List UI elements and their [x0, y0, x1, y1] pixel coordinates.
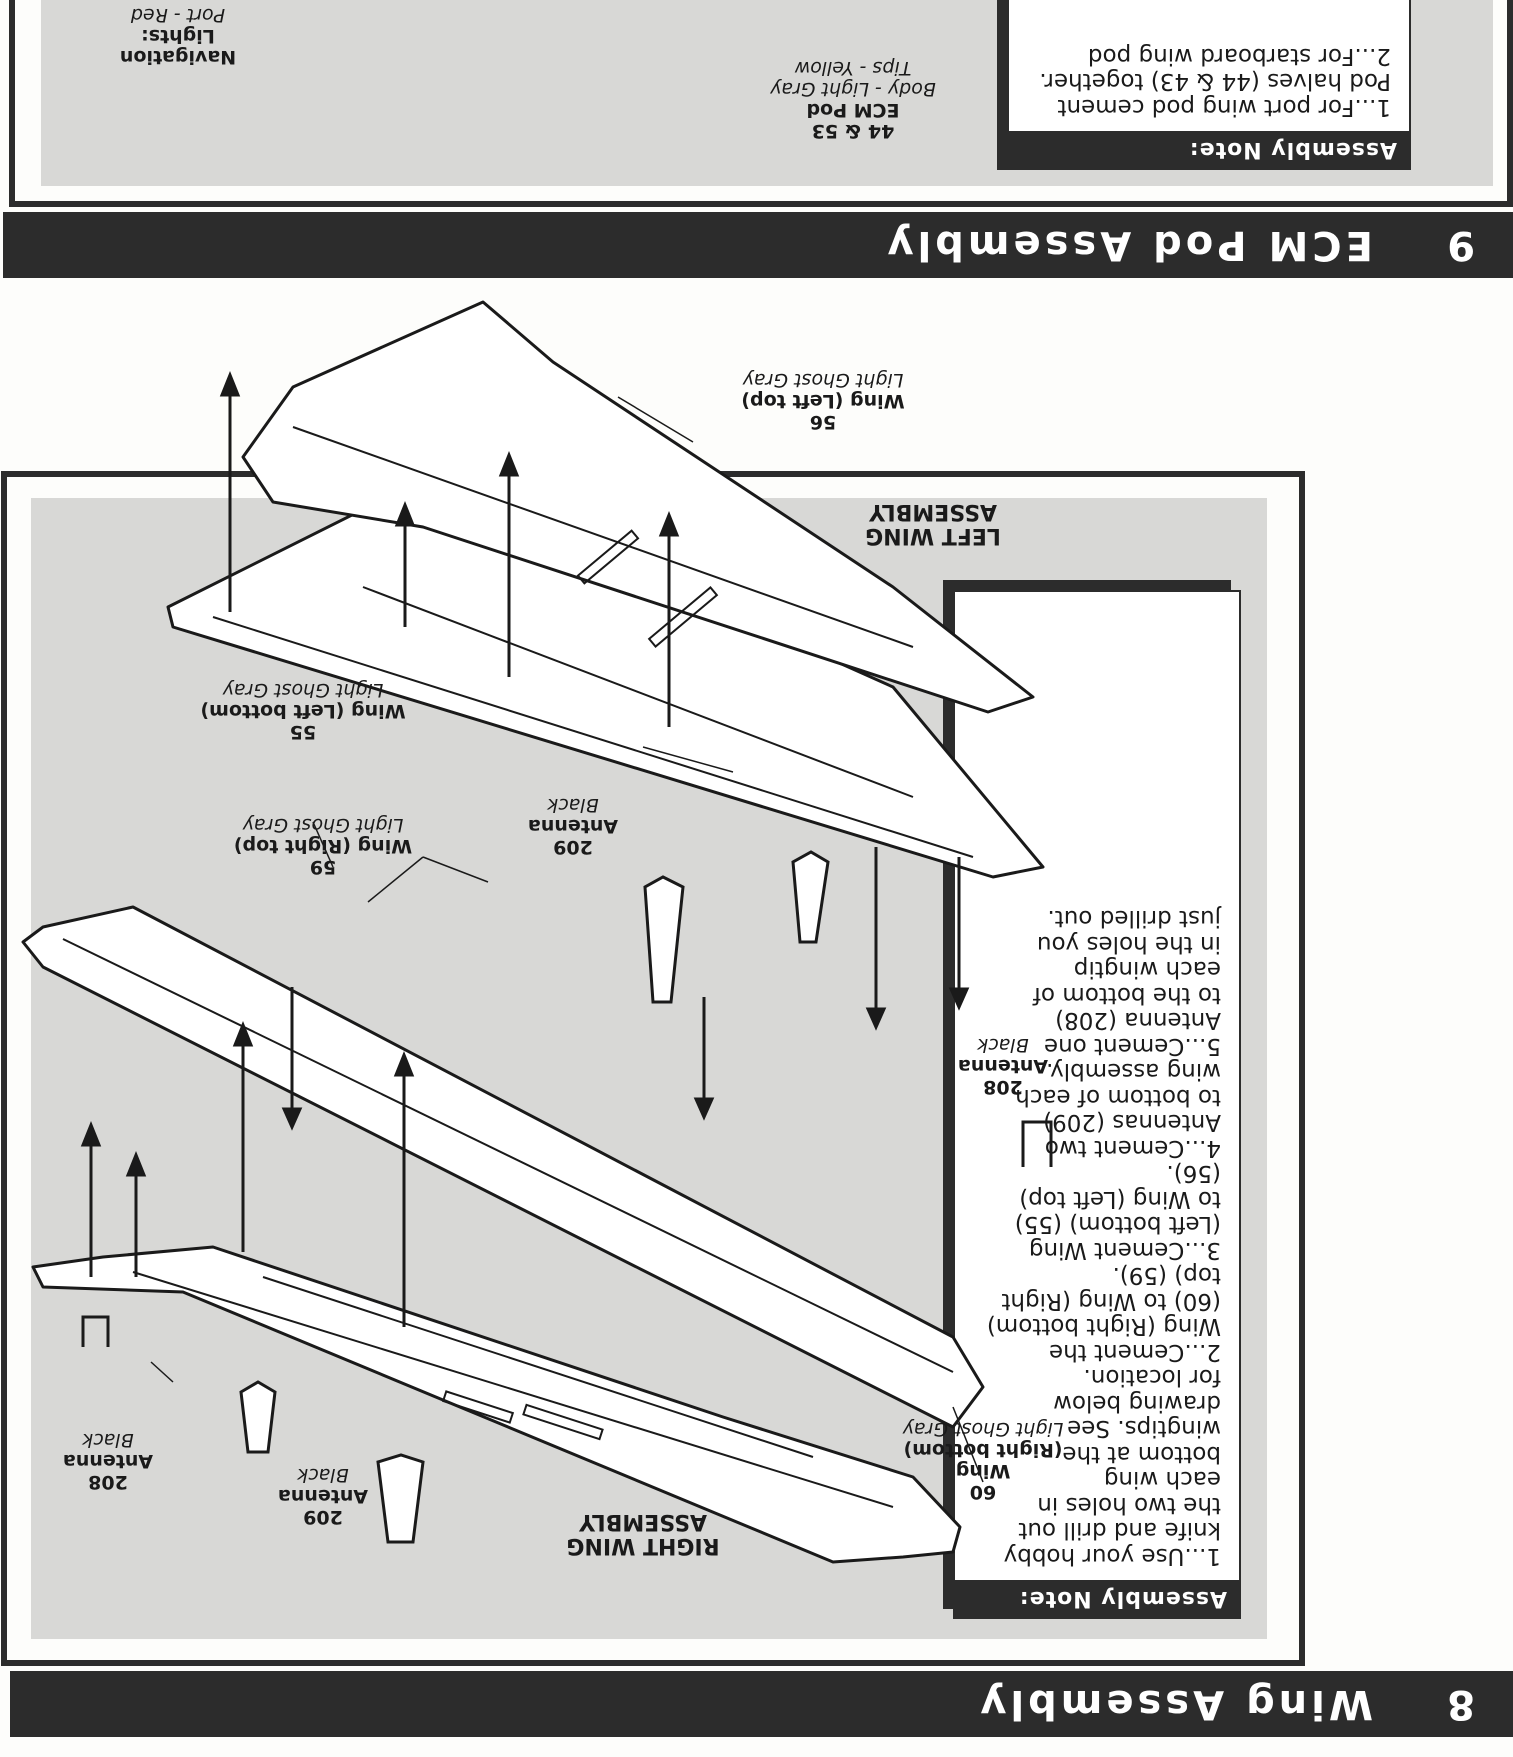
- part-59-label: 59 Wing (Right top) Light Ghost Gray: [223, 814, 423, 878]
- part-number: 209: [553, 836, 593, 858]
- part-name: Wing (Right top): [233, 835, 413, 857]
- part-number: 56: [809, 411, 837, 433]
- part-name: Antenna: [957, 1055, 1049, 1077]
- part-name: Wing (Right bottom): [903, 1439, 1063, 1482]
- part-color: Black: [977, 1034, 1029, 1056]
- note-step-1: 1...For port wing pod cement Pod halves …: [1039, 68, 1391, 121]
- part-name: Antenna: [62, 1450, 154, 1472]
- part-number: 209: [303, 1506, 343, 1528]
- part-55-label: 55 Wing (Left bottom) Light Ghost Gray: [193, 679, 413, 743]
- part-name: ECM Pod: [806, 99, 900, 121]
- part-name: Antenna: [527, 815, 619, 837]
- section-title: ECM Pod Assembly: [883, 222, 1373, 268]
- part-209-label-right: 209 Antenna Black: [263, 1464, 383, 1528]
- navigation-lights-label: Navigation Lights: Port - Red: [108, 4, 248, 68]
- antenna-209-part: [643, 875, 685, 1004]
- part-number: 59: [309, 856, 337, 878]
- left-wing-assembly-label: LEFT WING ASSEMBLY: [865, 499, 1001, 548]
- part-color: Black: [547, 794, 599, 816]
- assembly-note-header: Assembly Note:: [1009, 131, 1409, 168]
- section-9-header: 9 ECM Pod Assembly: [3, 212, 1513, 278]
- part-color: Body - Light Gray Tips - Yellow: [770, 57, 936, 100]
- right-wing-bottom-part: [31, 1245, 962, 1564]
- part-name: Wing (Left top): [741, 390, 905, 412]
- part-name: Antenna: [277, 1485, 369, 1507]
- assembly-note-steps: 1...For port wing pod cement Pod halves …: [1009, 33, 1409, 132]
- part-color: Light Ghost Gray: [902, 1418, 1064, 1440]
- part-name: Wing (Left bottom): [200, 700, 406, 722]
- part-name: Navigation Lights:: [119, 25, 237, 68]
- part-number: 55: [289, 721, 317, 743]
- part-number: 208: [983, 1076, 1023, 1098]
- part-number: 44 & 53: [811, 120, 895, 142]
- part-209-label-left: 209 Antenna Black: [513, 794, 633, 858]
- section-number: 9: [1447, 222, 1475, 268]
- part-60-label: 60 Wing (Right bottom) Light Ghost Gray: [893, 1418, 1073, 1503]
- part-color: Light Ghost Gray: [242, 814, 404, 836]
- part-color: Black: [82, 1429, 134, 1451]
- part-number: 60: [969, 1481, 997, 1503]
- ecm-pod-label: 44 & 53 ECM Pod Body - Light Gray Tips -…: [753, 57, 953, 142]
- part-color: Light Ghost Gray: [742, 369, 904, 391]
- part-56-label: 56 Wing (Left top) Light Ghost Gray: [723, 369, 923, 433]
- antenna-209-part: [376, 1453, 425, 1544]
- part-color: Light Ghost Gray: [222, 679, 384, 701]
- antenna-208-part: [1021, 1120, 1053, 1167]
- assembly-note-pod: Assembly Note: 1...For port wing pod cem…: [1007, 0, 1411, 170]
- antenna-209-part: [791, 850, 830, 944]
- part-color: Black: [297, 1464, 349, 1486]
- antenna-209-part: [239, 1380, 277, 1454]
- antenna-208-part: [81, 1315, 110, 1347]
- part-number: 208: [88, 1471, 128, 1493]
- note-step-2: 2...For starboard wing pod: [1087, 43, 1391, 69]
- part-208-label-right: 208 Antenna Black: [48, 1429, 168, 1493]
- right-wing-assembly-label: RIGHT WING ASSEMBLY: [566, 1509, 720, 1558]
- part-color: Port - Red: [130, 4, 226, 26]
- left-wing-top-part: [241, 300, 1035, 714]
- part-208-label-left: 208 Antenna Black: [943, 1034, 1063, 1098]
